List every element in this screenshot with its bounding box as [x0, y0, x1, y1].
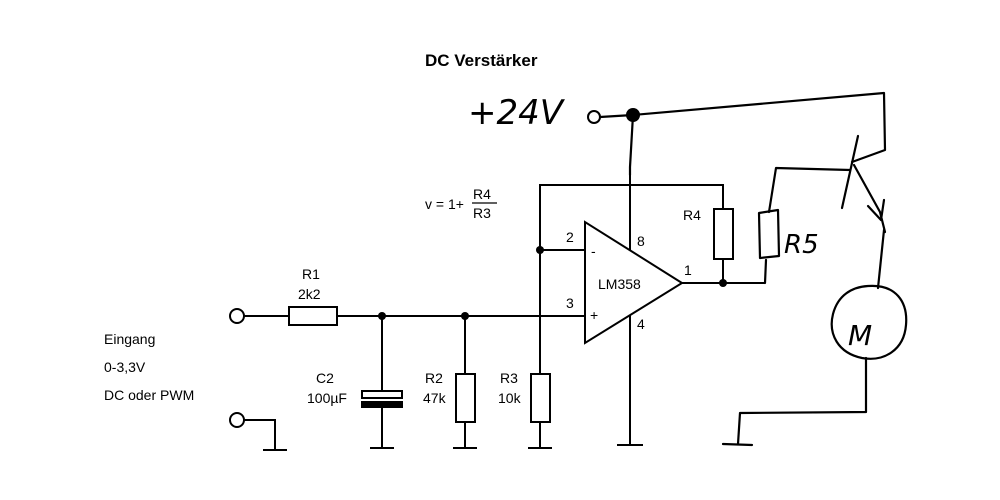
motor-symbol: [830, 284, 908, 360]
r2-name: R2: [425, 370, 443, 386]
pin-inv-label: 2: [566, 229, 574, 245]
r4-resistor: [713, 208, 734, 260]
opamp-name: LM358: [598, 276, 641, 292]
formula-numerator: R4: [473, 186, 491, 202]
c2-positive-plate: [361, 390, 403, 399]
pin-gnd-label: 4: [637, 316, 645, 332]
r1-name: R1: [302, 266, 320, 282]
inverting-sign: -: [591, 243, 596, 259]
r1-resistor: [288, 306, 338, 326]
formula-prefix: v = 1+: [425, 196, 464, 212]
c2-value: 100µF: [307, 390, 347, 406]
r5-to-transistor-base-wire: [767, 166, 852, 214]
r3-resistor: [530, 373, 551, 423]
r5-resistor: [757, 208, 781, 260]
r5-name: R5: [784, 230, 819, 260]
motor-label: M: [848, 319, 872, 352]
ground-terminal: [229, 412, 245, 428]
pin-out-label: 1: [684, 262, 692, 278]
r3-name: R3: [500, 370, 518, 386]
transistor-to-motor-wire: [876, 228, 886, 290]
motor-ground-symbol: [721, 442, 754, 447]
supply-wire-to-transistor: [631, 91, 887, 164]
feedback-wire: [539, 184, 724, 250]
pin-noninv-label: 3: [566, 295, 574, 311]
input-label-line3: DC oder PWM: [104, 387, 194, 403]
supply-terminal: [587, 110, 601, 124]
r2-value: 47k: [423, 390, 447, 406]
formula-denominator: R3: [473, 205, 491, 221]
input-ground-wire: [244, 419, 276, 450]
supply-label: +24V: [468, 93, 566, 133]
noninverting-sign: +: [590, 307, 598, 323]
c2-name: C2: [316, 370, 334, 386]
schematic-title: DC Verstärker: [425, 51, 538, 70]
transistor-emitter: [852, 163, 887, 234]
output-to-r5-wire: [763, 258, 768, 285]
transistor-emitter-arrow: [866, 198, 886, 222]
input-label-line1: Eingang: [104, 331, 155, 347]
input-terminal: [229, 308, 245, 324]
motor-ground-wire: [736, 356, 868, 446]
vcc-wire: [628, 113, 635, 177]
r1-value: 2k2: [298, 286, 321, 302]
output-junction: [719, 279, 727, 287]
r4-name: R4: [683, 207, 701, 223]
pin-vcc-label: 8: [637, 233, 645, 249]
input-label-line2: 0-3,3V: [104, 359, 146, 375]
c2-negative-plate: [361, 401, 403, 408]
transistor-base-bar: [840, 134, 860, 210]
r3-value: 10k: [498, 390, 522, 406]
opamp-symbol: [584, 220, 684, 345]
r2-resistor: [455, 373, 476, 423]
